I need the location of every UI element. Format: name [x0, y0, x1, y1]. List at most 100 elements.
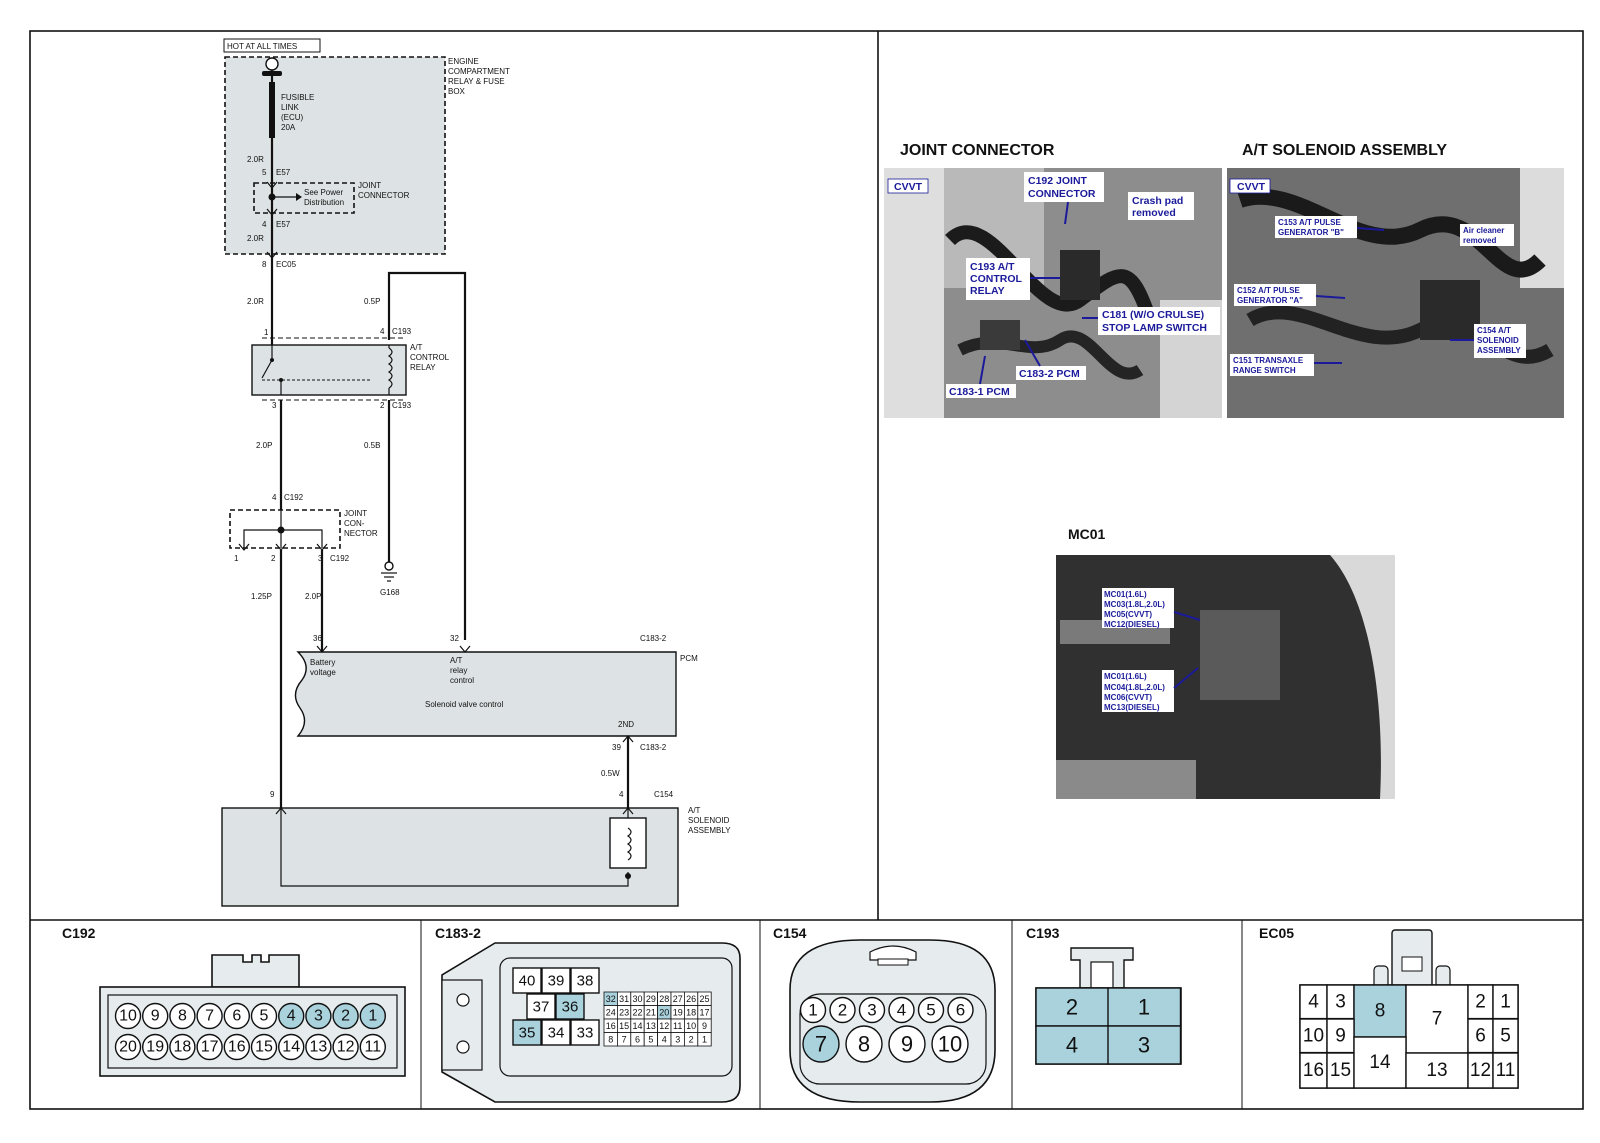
callout-arrow-icon: [1356, 227, 1385, 231]
c154-pin: [888, 996, 915, 1024]
c154-latch-slot: [877, 958, 909, 966]
c192-pin: [141, 1033, 169, 1061]
callout-bg: [1474, 324, 1526, 358]
pin-label: 39: [548, 973, 565, 990]
pin-1b: 1: [234, 554, 239, 563]
pin-label: 38: [577, 973, 594, 990]
ec05-pin: [1492, 1052, 1519, 1089]
solenoid-title: A/T SOLENOID ASSEMBLY: [1242, 142, 1447, 159]
chevron-down-icon: [266, 181, 278, 189]
callout-bg: [1024, 172, 1104, 202]
fuse-box-fill: [225, 57, 445, 254]
pin-label: 5: [648, 1035, 653, 1045]
pin-label: 5: [1500, 1025, 1511, 1046]
photo-3-fusebox: [1200, 610, 1280, 700]
pin-label: 10: [686, 1021, 696, 1031]
pin-label: 30: [632, 994, 642, 1004]
callout-c153-2: GENERATOR "B": [1278, 228, 1344, 237]
pin-label: 7: [622, 1035, 627, 1045]
connector-c183a: C183-2: [640, 634, 667, 643]
pin-4: 4: [262, 220, 267, 229]
battery-voltage-1: Battery: [310, 658, 335, 667]
wire-label-w5: 2.0P: [256, 441, 272, 450]
pin-label: 5: [260, 1008, 269, 1025]
pin-label: 28: [659, 994, 669, 1004]
pcm-2nd-label: 2ND: [618, 720, 634, 729]
chevron-down-icon: [238, 543, 250, 551]
ec05-pin: [1405, 984, 1469, 1054]
pin-label: 11: [673, 1021, 682, 1031]
c192-pin: [250, 1033, 278, 1061]
c192-title: C192: [62, 925, 96, 941]
photo-2-tag: CVVT: [1237, 181, 1266, 193]
fuse-box-label-1: ENGINE: [448, 57, 479, 66]
c193-latch-slot: [1090, 961, 1114, 989]
chevron-down-icon: [266, 208, 278, 216]
solenoid-coil-icon: [626, 827, 632, 861]
c192-pin: [169, 1002, 196, 1030]
c154-pin: [917, 996, 945, 1024]
relay-switch-blade: [261, 359, 273, 379]
joint-connector-label-1: JOINT: [358, 181, 381, 190]
connector-c154: C154: [654, 790, 674, 799]
joint-connector-title: JOINT CONNECTOR: [900, 142, 1055, 159]
pin-label: 9: [151, 1008, 160, 1025]
c193-pin: [1107, 1025, 1182, 1065]
callout-c151-1: C151 TRANSAXLE: [1233, 356, 1304, 365]
pin-9: 9: [270, 790, 275, 799]
c154-pin: [799, 996, 827, 1024]
pin-label: 37: [533, 999, 550, 1016]
pin-label: 3: [867, 1001, 876, 1020]
ec05-pin: [1467, 984, 1494, 1020]
battery-voltage-2: voltage: [310, 668, 336, 677]
c183-pin: [555, 993, 585, 1020]
callout-bg: [1102, 670, 1174, 712]
c192-pin: [359, 1033, 386, 1061]
ec05-title: EC05: [1259, 925, 1294, 941]
callout-bg: [966, 258, 1030, 300]
c192-pin: [114, 1002, 142, 1030]
relay-control-2: relay: [450, 666, 467, 675]
callout-c152-1: C152 A/T PULSE: [1237, 286, 1300, 295]
callout-c181-1: C181 (W/O CRULSE): [1102, 309, 1204, 321]
pin-label: 3: [675, 1035, 680, 1045]
ec05-pin: [1405, 1052, 1469, 1089]
pin-2: 2: [380, 401, 385, 410]
c192-pin: [332, 1002, 359, 1030]
photo-1-tag-box: [887, 178, 929, 194]
hot-label: HOT AT ALL TIMES: [227, 42, 297, 51]
pin-label: 25: [699, 994, 709, 1004]
c183-bolt-icon: [456, 1040, 470, 1054]
pin-label: 1: [1138, 995, 1150, 1020]
fuse-box-label-2: COMPARTMENT: [448, 67, 510, 76]
pin-8: 8: [262, 260, 267, 269]
c192-pin: [278, 1033, 305, 1061]
c192-pin: [332, 1033, 359, 1061]
relay-contact-dot: [270, 358, 274, 362]
relay-label-1: A/T: [410, 343, 423, 352]
c183-pin: [541, 967, 571, 994]
callout-mc03: MC03(1.8L,2.0L): [1104, 600, 1165, 609]
fusible-label-1: FUSIBLE: [281, 93, 314, 102]
pin-4d: 4: [619, 790, 624, 799]
pin-label: 8: [858, 1032, 870, 1057]
c154-pin: [888, 1025, 926, 1063]
pin-label: 6: [635, 1035, 640, 1045]
ground-node-icon: [384, 561, 394, 571]
pin-label: 2: [689, 1035, 694, 1045]
ec05-pin: [1326, 1018, 1355, 1054]
pin-label: 13: [646, 1021, 656, 1031]
pin-label: 4: [287, 1008, 296, 1025]
c183-title: C183-2: [435, 925, 481, 941]
pin-label: 10: [119, 1008, 137, 1025]
pin-label: 11: [1496, 1060, 1516, 1081]
c183-bolt-icon: [456, 993, 470, 1007]
ec05-pin: [1467, 1052, 1494, 1089]
see-power-1: See Power: [304, 188, 343, 197]
wire-label-w1: 2.0R: [247, 155, 264, 164]
ec05-latch-slot: [1401, 956, 1423, 972]
callout-c192-1: C192 JOINT: [1028, 175, 1088, 187]
pin-label: 10: [938, 1032, 962, 1057]
